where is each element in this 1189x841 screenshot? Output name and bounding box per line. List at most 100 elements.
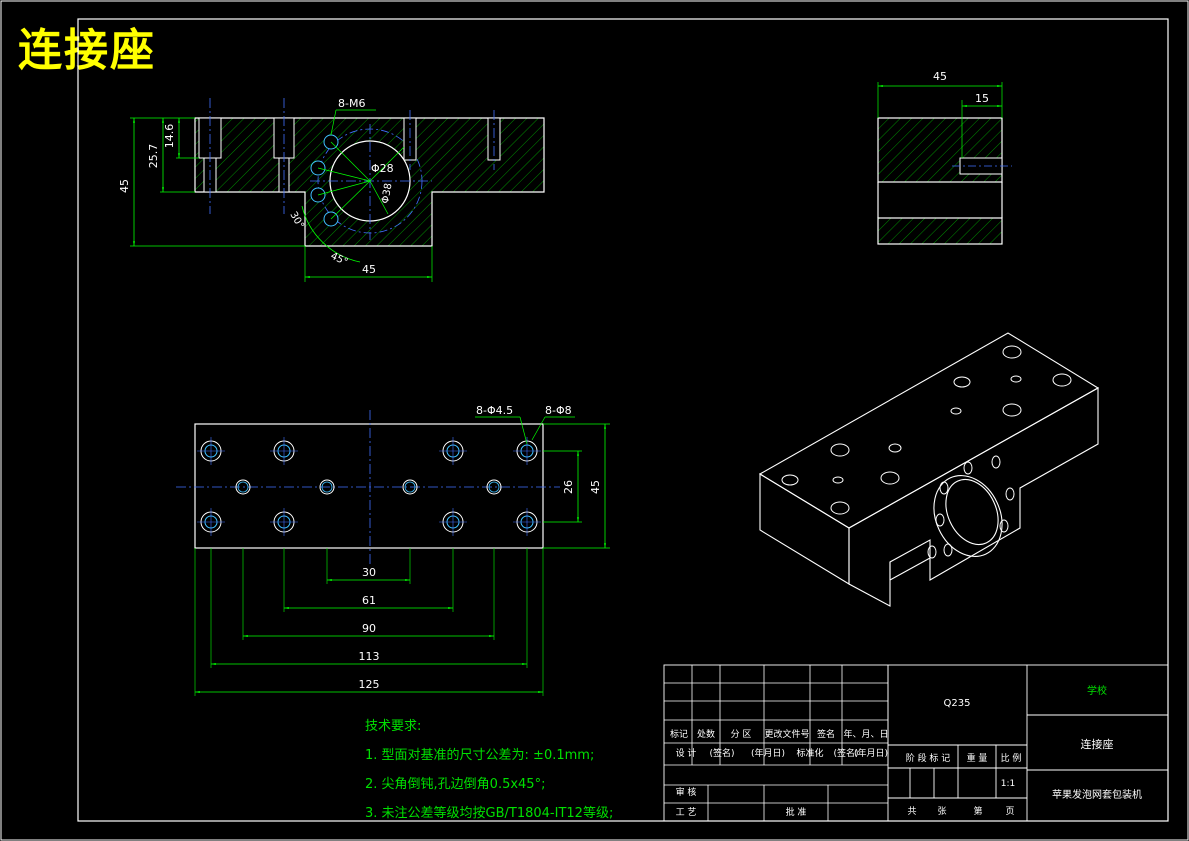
tb-footer-no: 第 xyxy=(973,805,982,817)
dim-front-height-mid: 25.7 xyxy=(147,144,160,169)
iso-hole-10 xyxy=(781,474,799,486)
iso-top-face xyxy=(758,332,1100,529)
dim-side-width: 45 xyxy=(933,70,947,83)
iso-hole-9 xyxy=(830,501,850,515)
notes-heading: 技术要求: xyxy=(365,719,422,734)
dim-front-height-total: 45 xyxy=(118,179,131,193)
tb-part-name: 连接座 xyxy=(1081,737,1114,751)
dim-front-bore: Φ28 xyxy=(371,162,394,175)
tb-review: 审 核 xyxy=(676,786,697,798)
tb-material: Q235 xyxy=(944,698,971,709)
iso-hole-1 xyxy=(1002,345,1022,359)
iso-hole-8 xyxy=(880,471,900,485)
iso-hole-3 xyxy=(1002,403,1022,417)
iso-hole-14 xyxy=(1005,487,1015,501)
technical-notes: 技术要求: 1. 型面对基准的尺寸公差为: ±0.1mm; 2. 尖角倒钝,孔边… xyxy=(365,712,613,828)
dim-front-m6-holes: 8-M6 xyxy=(338,97,365,110)
tb-school: 学校 xyxy=(1087,684,1107,697)
iso-bore-inner xyxy=(945,479,999,545)
iso-hole-13 xyxy=(991,455,1001,469)
inner-frame xyxy=(77,18,1169,822)
tb-machine-name: 苹果发泡网套包装机 xyxy=(1052,788,1142,801)
top-small-hole-inner-4 xyxy=(488,481,500,493)
tb-label-doc: 更改文件号 xyxy=(764,728,809,740)
dim-top-spacing-61: 61 xyxy=(362,594,376,607)
tb-label-date: 年、月、日 xyxy=(843,728,888,740)
side-bottom-section xyxy=(877,217,1003,245)
tb-footer-sheets: 张 xyxy=(937,806,946,817)
top-small-hole-2 xyxy=(319,479,335,495)
iso-hole-20 xyxy=(963,461,973,475)
top-small-hole-4 xyxy=(486,479,502,495)
side-view: 45 15 xyxy=(877,70,1012,245)
tb-footer-total: 共 xyxy=(907,806,916,817)
dim-front-angle-30: 30° xyxy=(287,210,305,231)
dim-top-length-125: 125 xyxy=(359,678,380,691)
iso-hole-17 xyxy=(927,545,937,559)
dim-top-large-holes: 8-Φ8 xyxy=(545,404,572,417)
title-block xyxy=(663,664,1169,822)
tb-scale: 1:1 xyxy=(1001,779,1015,789)
iso-hole-16 xyxy=(935,513,945,527)
iso-hole-7 xyxy=(830,443,850,457)
tb-approve: 批 准 xyxy=(786,806,807,818)
tb-label-count: 处数 xyxy=(697,728,715,740)
tb-std-sign: (签名) xyxy=(833,747,858,759)
iso-hole-2 xyxy=(1052,373,1072,387)
dim-front-angle-45: 45° xyxy=(329,251,350,268)
top-small-hole-inner-3 xyxy=(404,481,416,493)
iso-hole-4 xyxy=(953,376,971,388)
iso-hole-19 xyxy=(999,519,1009,533)
iso-hole-18 xyxy=(943,543,953,557)
tb-label-mark: 标记 xyxy=(670,728,688,740)
top-holes xyxy=(197,437,541,536)
dim-top-spacing-113: 113 xyxy=(359,650,380,663)
dim-side-offset: 15 xyxy=(975,92,989,105)
top-small-hole-inner-2 xyxy=(321,481,333,493)
iso-hole-5 xyxy=(1010,375,1022,383)
top-outline xyxy=(194,423,544,549)
tb-design-sign: (签名) xyxy=(709,747,734,759)
dim-top-spacing-90: 90 xyxy=(362,622,376,635)
tb-weight-header: 重 量 xyxy=(967,752,988,764)
dim-front-base-width: 45 xyxy=(362,263,376,276)
tb-scale-header: 比 例 xyxy=(1001,752,1022,764)
front-view: 45 25.7 14.6 8-M6 Φ28 Φ38 30° 45° 45 xyxy=(118,97,545,282)
dim-top-height-inner: 26 xyxy=(562,480,575,494)
dim-top-small-holes: 8-Φ4.5 xyxy=(476,404,513,417)
tb-process: 工 艺 xyxy=(676,807,697,818)
dim-top-spacing-30: 30 xyxy=(362,566,376,579)
tb-footer-page: 页 xyxy=(1005,806,1014,817)
tb-standard: 标准化 xyxy=(796,747,823,759)
tb-design: 设 计 xyxy=(676,747,697,759)
dim-top-height-outer: 45 xyxy=(589,480,602,494)
top-small-hole-1 xyxy=(235,479,251,495)
top-horizontal-dims xyxy=(194,548,544,696)
drawing-title: 连接座 xyxy=(18,25,156,76)
top-small-hole-3 xyxy=(402,479,418,495)
top-small-hole-inner-1 xyxy=(237,481,249,493)
iso-hole-12 xyxy=(832,476,844,484)
notes-item-2: 2. 尖角倒钝,孔边倒角0.5x45°; xyxy=(365,777,546,792)
tb-label-sign: 签名 xyxy=(817,728,835,740)
dim-front-bolt-circle: Φ38 xyxy=(380,182,394,204)
iso-side-face xyxy=(848,387,1099,607)
top-view: 8-Φ4.5 8-Φ8 26 45 30 61 90 113 125 xyxy=(176,404,610,696)
iso-front-face xyxy=(759,473,850,585)
notes-item-3: 3. 未注公差等级均按GB/T1804-IT12等级; xyxy=(365,806,614,821)
iso-hole-11 xyxy=(888,443,902,453)
isometric-view xyxy=(758,332,1100,607)
title-block-text: Q235 学校 连接座 苹果发泡网套包装机 1:1 标记 处数 分 区 更改文件… xyxy=(670,684,1142,818)
iso-holes xyxy=(781,345,1072,559)
tb-design-date: (年月日) xyxy=(751,747,785,759)
iso-hole-6 xyxy=(950,407,962,415)
tb-stage-header: 阶 段 标 记 xyxy=(906,752,951,764)
iso-bore xyxy=(933,475,1003,557)
tb-std-date: (年月日) xyxy=(854,747,888,759)
iso-hole-15 xyxy=(939,481,949,495)
tb-label-zone: 分 区 xyxy=(731,729,752,740)
notes-item-1: 1. 型面对基准的尺寸公差为: ±0.1mm; xyxy=(365,748,595,763)
dim-front-height-top: 14.6 xyxy=(163,124,176,149)
